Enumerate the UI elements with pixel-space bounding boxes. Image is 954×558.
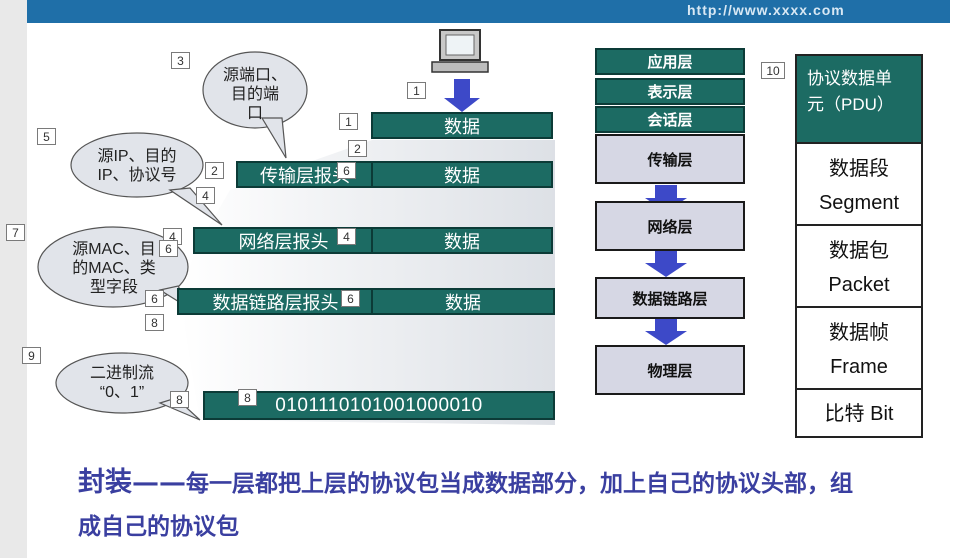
marker-3: 3 [171,52,190,69]
layer-transport: 传输层 [595,134,745,184]
computer-icon [431,29,489,73]
data-bar-transport: 数据 [371,161,553,188]
layer-network: 网络层 [595,201,745,251]
datalink-header-bar: 数据链路层报头 [177,288,372,315]
callout-binary-line-1: 二进制流 [89,365,154,382]
marker-2-transport: 2 [205,162,224,179]
layer-session: 会话层 [595,106,745,133]
marker-8-inner: 8 [238,389,257,406]
marker-5: 5 [37,128,56,145]
pdu-cell-frame: 数据帧 Frame [797,306,921,388]
callout-binary-line-2: “0、1” [99,384,145,401]
callout-ip-line-1: 源IP、目的 [97,148,177,165]
callout-mac-text: 源MAC、目 的MAC、类 型字段 [55,240,173,297]
callout-port-line-3: 口 [246,105,263,122]
callout-mac-line-3: 型字段 [89,279,138,296]
caption-line-2: 成自己的协议包 [78,513,239,540]
data-bar-network: 数据 [371,227,553,254]
caption-text-1: 每一层都把上层的协议包当成数据部分，加上自己的协议头部，组 [186,470,853,497]
callout-mac-line-2: 的MAC、类 [72,260,156,277]
layer-datalink: 数据链路层 [595,277,745,319]
marker-4-inner: 4 [337,228,356,245]
caption-line-1: 封装——每一层都把上层的协议包当成数据部分，加上自己的协议头部，组 [78,462,938,505]
pdu-segment-en: Segment [818,192,900,214]
callout-bubble-port [202,51,308,159]
layer-arrow-icon-3 [645,318,687,345]
layer-application: 应用层 [595,48,745,75]
marker-10: 10 [761,62,785,79]
data-bar-app: 数据 [371,112,553,139]
top-banner: http://www.xxxx.com [27,0,950,23]
pdu-packet-en: Packet [828,274,890,296]
marker-1-top: 1 [407,82,426,99]
layer-presentation: 表示层 [595,78,745,105]
encapsulation-shading [180,140,555,425]
marker-6-callout: 6 [159,240,178,257]
caption-lead: 封装—— [78,467,186,498]
pdu-table-header: 协议数据单 元（PDU） [797,56,921,142]
callout-mac-line-1: 源MAC、目 [72,241,156,258]
pdu-frame-cn: 数据帧 [829,322,889,344]
pdu-frame-en: Frame [830,356,888,378]
pdu-cell-segment: 数据段 Segment [797,142,921,224]
marker-8-upper: 8 [145,314,164,331]
bitstream-bar: 0101110101001000010 [203,391,555,420]
marker-6-inner: 6 [341,290,360,307]
marker-8-bits: 8 [170,391,189,408]
callout-port-line-1: 源端口、 [222,67,287,84]
callout-port-text: 源端口、 目的端 口 [213,66,297,123]
pdu-cell-packet: 数据包 Packet [797,224,921,306]
down-arrow-icon [444,79,480,112]
data-bar-datalink: 数据 [371,288,555,315]
marker-6-datalink: 6 [145,290,164,307]
callout-binary-text: 二进制流 “0、1” [70,364,174,402]
marker-2-upper: 2 [348,140,367,157]
callout-port-line-2: 目的端 [230,86,279,103]
pdu-header-line-2: 元（PDU） [807,95,894,114]
pdu-table: 协议数据单 元（PDU） 数据段 Segment 数据包 Packet 数据帧 … [795,54,923,438]
callout-ip-line-2: IP、协议号 [97,167,177,184]
marker-4-callout: 4 [196,187,215,204]
pdu-segment-cn: 数据段 [829,158,889,180]
pdu-cell-bit: 比特 Bit [797,388,921,436]
pdu-header-line-1: 协议数据单 [807,69,892,88]
marker-1-data: 1 [339,113,358,130]
callout-bubble-ip [70,132,223,226]
left-margin-strip [0,0,27,558]
layer-arrow-icon-2 [645,250,687,277]
layer-physical: 物理层 [595,345,745,395]
marker-9: 9 [22,347,41,364]
marker-7: 7 [6,224,25,241]
callout-ip-text: 源IP、目的 IP、协议号 [82,147,192,185]
marker-2-inner: 6 [337,162,356,179]
banner-url-text: http://www.xxxx.com [687,2,845,18]
pdu-packet-cn: 数据包 [829,240,889,262]
